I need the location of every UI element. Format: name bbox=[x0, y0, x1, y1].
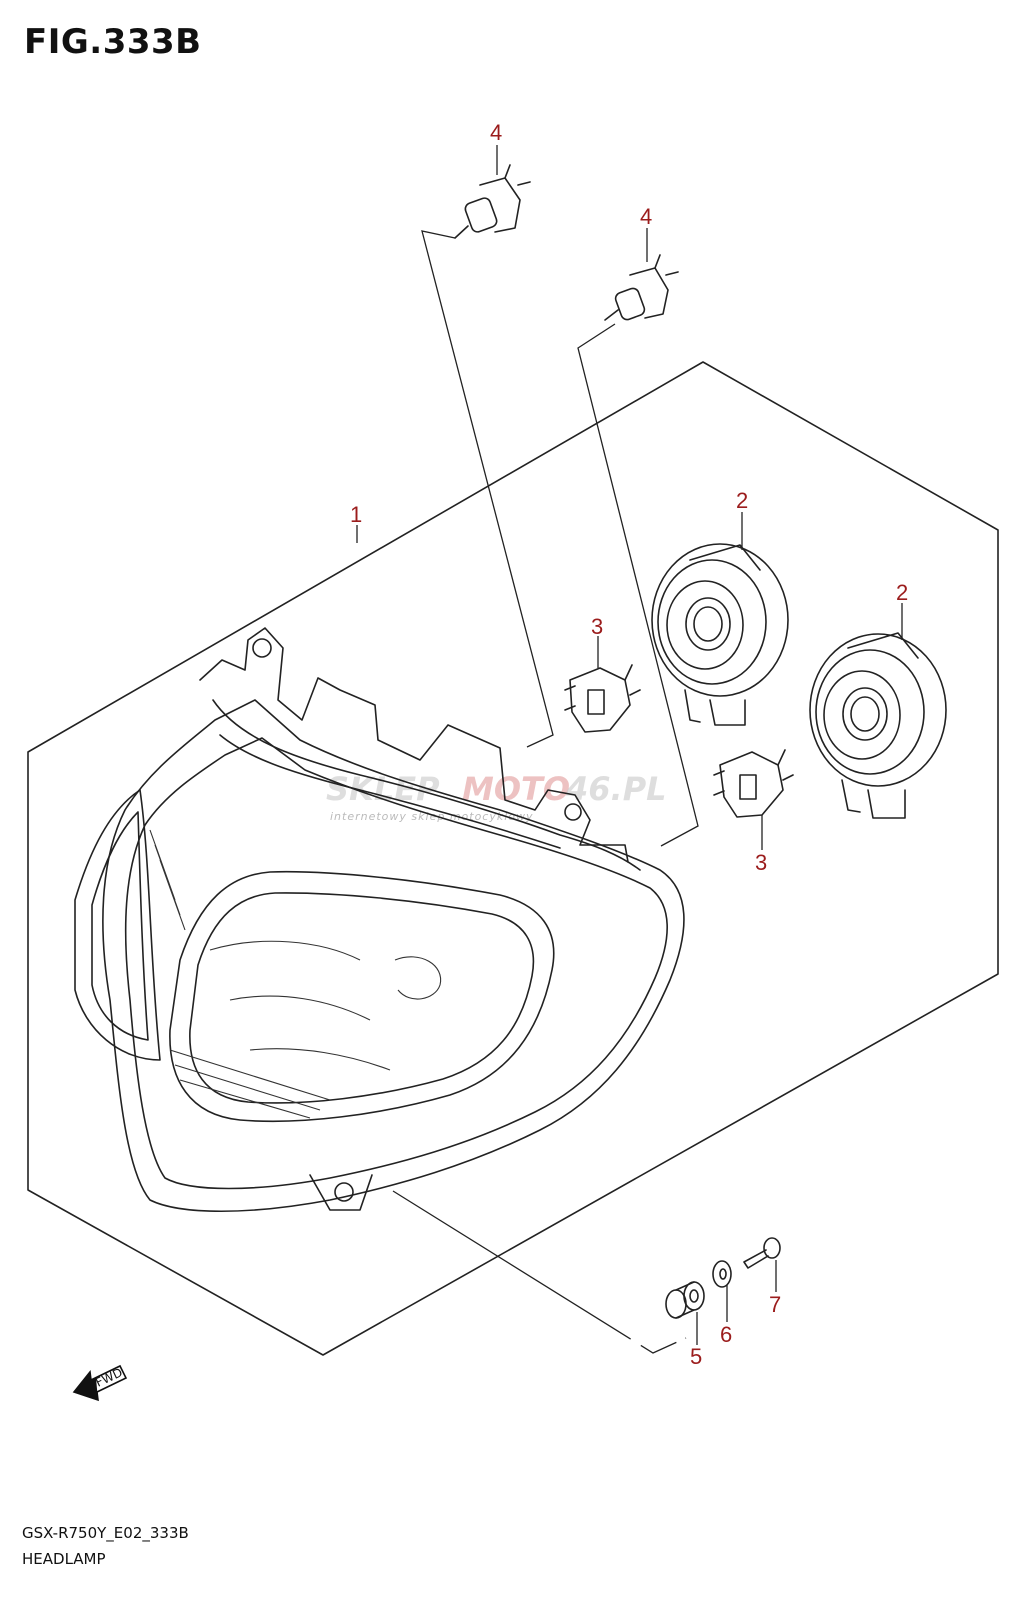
holder-upper bbox=[564, 664, 641, 733]
figure-title: FIG.333B bbox=[24, 22, 202, 62]
callout-5: 5 bbox=[690, 1344, 702, 1369]
headlamp-assembly bbox=[74, 627, 685, 1213]
callout-ticks bbox=[356, 145, 903, 1345]
watermark-brand-2: MOTO bbox=[462, 770, 570, 808]
figure-name: HEADLAMP bbox=[22, 1550, 106, 1568]
grommet bbox=[665, 1281, 705, 1319]
figure-footer: GSX-R750Y_E02_333B HEADLAMP bbox=[22, 1520, 189, 1572]
callout-6: 6 bbox=[720, 1322, 732, 1347]
figure-code: GSX-R750Y_E02_333B bbox=[22, 1524, 189, 1542]
bulb-lower bbox=[604, 254, 679, 321]
socket-upper bbox=[651, 543, 789, 726]
fwd-arrow: FWD bbox=[72, 1364, 128, 1402]
socket-lower bbox=[809, 632, 947, 819]
washer bbox=[712, 1260, 732, 1288]
bulb-upper bbox=[454, 164, 531, 239]
right-mount-hole bbox=[564, 803, 582, 821]
callout-4-lower: 4 bbox=[640, 204, 652, 229]
callout-2-upper: 2 bbox=[736, 488, 748, 513]
lower-mount-hole bbox=[334, 1182, 354, 1202]
leader-lines bbox=[392, 230, 699, 1354]
callout-4-upper: 4 bbox=[490, 120, 502, 145]
screw bbox=[743, 1237, 781, 1269]
watermark: SKLEP MOTO 46.PL internetowy sklep motoc… bbox=[326, 770, 667, 823]
holder-lower bbox=[713, 749, 794, 818]
callout-2-lower: 2 bbox=[896, 580, 908, 605]
assembly-outline bbox=[27, 361, 999, 1356]
callout-1: 1 bbox=[350, 502, 362, 527]
watermark-brand-1: SKLEP bbox=[326, 770, 440, 808]
callout-labels: 1 4 4 2 2 3 3 5 6 7 bbox=[350, 120, 908, 1369]
watermark-brand-3: 46.PL bbox=[565, 770, 667, 808]
watermark-tagline: internetowy sklep motocyklowy bbox=[330, 810, 534, 823]
callout-3-lower: 3 bbox=[755, 850, 767, 875]
upper-mount-hole bbox=[252, 638, 272, 658]
callout-3-upper: 3 bbox=[591, 614, 603, 639]
callout-7: 7 bbox=[769, 1292, 781, 1317]
